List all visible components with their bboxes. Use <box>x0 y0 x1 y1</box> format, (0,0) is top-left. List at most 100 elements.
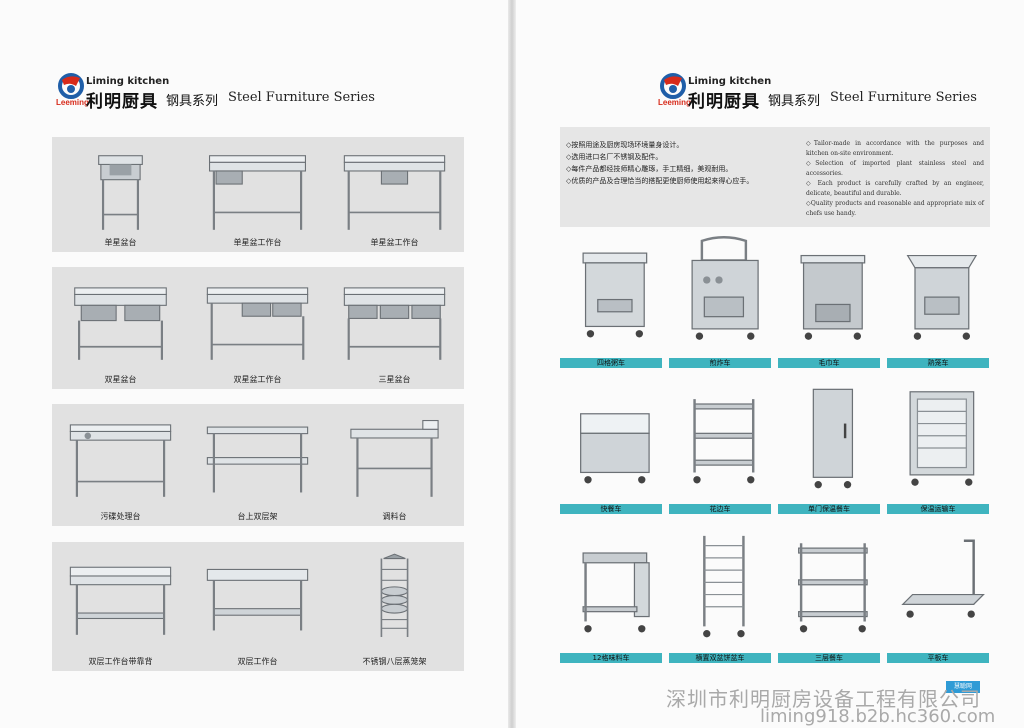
seasoning-table-icon <box>350 419 439 497</box>
description-cn: ◇按照用途及厨房现场环境量身设计。 ◇选用进口名厂不锈钢及配件。 ◇每件产品都经… <box>566 139 756 187</box>
cart-row-2: 快餐车 花边车 单门保温餐车 <box>560 378 990 514</box>
cart-row-1: 四格粥车 煎炸车 毛巾车 <box>560 232 990 368</box>
description-line: ◇ Each product is carefully crafted by a… <box>806 180 984 197</box>
product-label: 污碟处理台 <box>100 512 141 521</box>
cart-item[interactable]: 单门保温餐车 <box>778 378 880 514</box>
product-label: 双层工作台带靠背 <box>88 657 153 666</box>
brand-en: Liming kitchen <box>688 76 772 87</box>
cart-label: 花边车 <box>669 504 771 514</box>
cart-label: 熟笼车 <box>887 358 989 368</box>
product-item[interactable]: 不锈钢八层蒸笼架 <box>326 542 463 671</box>
cart-label: 毛巾车 <box>778 358 880 368</box>
description-line: ◇选用进口名厂不锈钢及配件。 <box>566 153 663 161</box>
page-fold <box>508 0 516 728</box>
cart-item[interactable]: 花边车 <box>669 378 771 514</box>
steamer-rack-icon <box>380 553 409 638</box>
product-item[interactable]: 双星盆工作台 <box>189 267 326 389</box>
tray-rack-cart-icon <box>703 535 745 638</box>
cart-item[interactable]: 四格粥车 <box>560 232 662 368</box>
product-item[interactable]: 污碟处理台 <box>52 404 189 526</box>
cart-item[interactable]: 横置双盆饼盆车 <box>669 527 771 663</box>
description-en: ◇Tailor-made in accordance with the purp… <box>806 139 984 219</box>
product-label: 台上双层架 <box>237 512 278 521</box>
product-label: 双层工作台 <box>237 657 278 666</box>
product-panel-1: 单星盆台 单星盆工作台 单星盆工作台 <box>52 137 464 252</box>
cart-label: 四格粥车 <box>560 358 662 368</box>
product-item[interactable]: 三星盆台 <box>326 267 463 389</box>
product-item[interactable]: 双星盆台 <box>52 267 189 389</box>
product-label: 双星盆台 <box>104 375 137 384</box>
double-worktable-icon <box>206 568 309 631</box>
liming-logo-icon <box>58 73 84 99</box>
product-label: 单星盆工作台 <box>370 238 419 247</box>
product-item[interactable]: 双层工作台带靠背 <box>52 542 189 671</box>
brand-en: Liming kitchen <box>86 76 170 87</box>
description-line: ◇每件产品都经技师精心雕琢，手工精细，美观耐用。 <box>566 165 733 173</box>
fastfood-cart-icon <box>580 413 650 484</box>
cart-row-3: 12格味料车 横置双盆饼盆车 <box>560 527 990 663</box>
double-sink-icon <box>74 287 167 360</box>
series-en: Steel Furniture Series <box>830 90 977 105</box>
towel-cart-icon <box>800 254 866 340</box>
lace-cart-icon <box>693 399 755 484</box>
transport-cart-icon <box>909 391 975 486</box>
seasoning-cart-icon <box>582 552 650 633</box>
product-label: 双星盆工作台 <box>233 375 282 384</box>
url-watermark[interactable]: liming918.b2b.hc360.com <box>760 706 996 727</box>
sink-worktable-icon <box>343 155 446 230</box>
cart-item[interactable]: 熟笼车 <box>887 232 989 368</box>
description-line: ◇按照用途及厨房现场环境量身设计。 <box>566 141 684 149</box>
product-panel-3: 污碟处理台 台上双层架 调料台 <box>52 404 464 526</box>
cart-item[interactable]: 毛巾车 <box>778 232 880 368</box>
description-line: ◇Selection of imported plant stainless s… <box>806 160 984 177</box>
series-cn: 钢具系列 <box>166 94 219 109</box>
description-line: ◇Quality products and reasonable and app… <box>806 200 984 217</box>
product-label: 三星盆台 <box>378 375 411 384</box>
product-item[interactable]: 单星盆台 <box>52 137 189 252</box>
description-line: ◇Tailor-made in accordance with the purp… <box>806 140 984 157</box>
cart-item[interactable]: 保温运输车 <box>887 378 989 514</box>
description-panel: ◇按照用途及厨房现场环境量身设计。 ◇选用进口名厂不锈钢及配件。 ◇每件产品都经… <box>560 127 990 227</box>
hc360-badge: 慧聪网 <box>946 681 980 693</box>
cart-item[interactable]: 煎炸车 <box>669 232 771 368</box>
brand-cn: 利明厨具 <box>688 92 760 112</box>
product-item[interactable]: 单星盆工作台 <box>326 137 463 252</box>
cart-item[interactable]: 平板车 <box>887 527 989 663</box>
two-tier-shelf-icon <box>206 426 309 493</box>
cart-label: 快餐车 <box>560 504 662 514</box>
single-sink-stand-icon <box>98 155 143 230</box>
cart-label: 煎炸车 <box>669 358 771 368</box>
cart-label: 单门保温餐车 <box>778 504 880 514</box>
cart-label: 横置双盆饼盆车 <box>669 653 771 663</box>
product-item[interactable]: 双层工作台 <box>189 542 326 671</box>
company-name-watermark: 深圳市利明厨房设备工程有限公司 <box>666 687 981 711</box>
cart-label: 平板车 <box>887 653 989 663</box>
product-item[interactable]: 单星盆工作台 <box>189 137 326 252</box>
cart-label: 12格味料车 <box>560 653 662 663</box>
product-item[interactable]: 调料台 <box>326 404 463 526</box>
porridge-cart-icon <box>582 252 648 338</box>
brand-sub: Leeming <box>56 98 89 107</box>
liming-logo-icon <box>660 73 686 99</box>
cart-label: 保温运输车 <box>887 504 989 514</box>
product-panel-4: 双层工作台带靠背 双层工作台 <box>52 542 464 671</box>
product-label: 调料台 <box>382 512 407 521</box>
flat-cart-icon <box>901 539 985 618</box>
triple-sink-icon <box>343 287 446 360</box>
cart-item[interactable]: 快餐车 <box>560 378 662 514</box>
series-en: Steel Furniture Series <box>228 90 375 105</box>
cart-item[interactable]: 12格味料车 <box>560 527 662 663</box>
product-item[interactable]: 台上双层架 <box>189 404 326 526</box>
warming-cart-icon <box>812 388 854 489</box>
three-tier-cart-icon <box>798 543 868 633</box>
product-panel-2: 双星盆台 双星盆工作台 <box>52 267 464 389</box>
worktable-backsplash-icon <box>69 566 172 635</box>
cart-item[interactable]: 三层餐车 <box>778 527 880 663</box>
brand-cn: 利明厨具 <box>86 92 158 112</box>
product-label: 不锈钢八层蒸笼架 <box>362 657 427 666</box>
cart-label: 三层餐车 <box>778 653 880 663</box>
sink-worktable-icon <box>208 155 306 230</box>
steamer-cart-icon <box>906 254 978 340</box>
description-line: ◇优质的产品及合理恰当的搭配更使厨师使用起来得心应手。 <box>566 177 754 185</box>
series-cn: 钢具系列 <box>768 94 821 109</box>
